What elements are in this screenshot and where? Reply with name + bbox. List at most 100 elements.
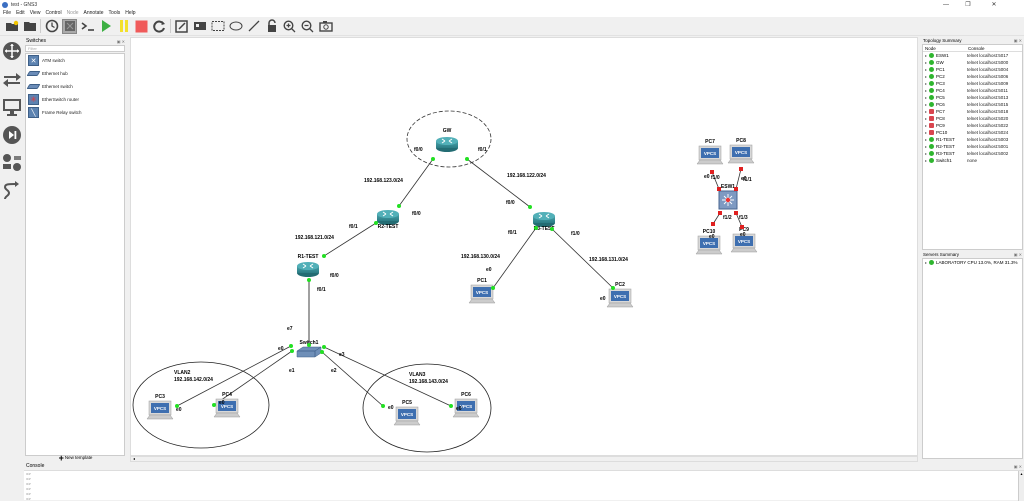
link-sw1-pc4[interactable]: [213, 350, 293, 406]
port-label[interactable]: e0: [278, 346, 284, 352]
expand-arrow-icon[interactable]: ▸: [925, 137, 928, 142]
panel-float-close-buttons[interactable]: ▣ ✕: [1013, 463, 1022, 469]
new-template-button[interactable]: +New template: [24, 453, 127, 463]
port-label[interactable]: f0/1: [317, 287, 326, 293]
console-output[interactable]: => => => => => => ▴: [24, 470, 1024, 501]
node-label[interactable]: R2-TEST: [378, 224, 399, 230]
port-label[interactable]: e0: [740, 232, 746, 238]
draw-rectangle-button[interactable]: [210, 19, 225, 34]
panel-float-close-buttons[interactable]: ▣ ✕: [1013, 252, 1022, 257]
device-ethernet-hub[interactable]: Ethernet hub: [26, 67, 124, 80]
expand-arrow-icon[interactable]: ▸: [925, 123, 928, 128]
node-label[interactable]: PC7: [705, 139, 715, 145]
link-esw1-pc8[interactable]: [735, 168, 742, 190]
browse-switches-button[interactable]: [0, 65, 24, 93]
vlan2-ellipse[interactable]: [132, 361, 270, 449]
node-sw1[interactable]: Switch1: [296, 340, 322, 358]
vlan2-network[interactable]: 192.168.142.0/24: [174, 377, 213, 383]
device-atm-switch[interactable]: ✕ATM switch: [26, 54, 124, 67]
node-label[interactable]: PC1: [477, 278, 487, 284]
expand-arrow-icon[interactable]: ▸: [925, 109, 928, 114]
node-label[interactable]: PC10: [703, 229, 716, 235]
insert-picture-button[interactable]: [192, 19, 207, 34]
zoom-in-button[interactable]: [282, 19, 297, 34]
snapshot-button[interactable]: [44, 19, 59, 34]
port-label[interactable]: e0: [176, 407, 182, 413]
new-project-button[interactable]: [4, 19, 19, 34]
port-label[interactable]: f1/1: [743, 177, 752, 183]
vlan2-name[interactable]: VLAN2: [174, 370, 191, 376]
menu-tools[interactable]: Tools: [108, 10, 121, 16]
node-label[interactable]: R3-TEST: [534, 226, 555, 232]
node-label[interactable]: PC8: [736, 138, 746, 144]
column-console[interactable]: Console: [968, 45, 985, 51]
node-label[interactable]: PC6: [461, 392, 471, 398]
topology-diagram[interactable]: GWR2-TESTR3-TESTR1-TESTSwitch1VPCSPC1VPC…: [131, 38, 918, 456]
port-label[interactable]: e0: [219, 400, 225, 406]
node-label[interactable]: R1-TEST: [298, 254, 319, 260]
expand-arrow-icon[interactable]: ▸: [925, 260, 928, 265]
link-sw1-pc6[interactable]: [323, 346, 452, 407]
link-esw1-pc7[interactable]: [711, 171, 720, 190]
node-r3[interactable]: R3-TEST: [532, 211, 556, 232]
node-label[interactable]: ESW1: [721, 184, 735, 190]
expand-arrow-icon[interactable]: ▸: [925, 81, 928, 86]
menu-file[interactable]: File: [3, 10, 12, 16]
port-label[interactable]: e1: [289, 368, 295, 374]
menu-control[interactable]: Control: [45, 10, 62, 16]
net-label-r3-pc1[interactable]: 192.168.130.0/24: [461, 254, 500, 260]
port-label[interactable]: e0: [709, 234, 715, 240]
link-esw1-pc9[interactable]: [735, 212, 743, 228]
expand-arrow-icon[interactable]: ▸: [925, 102, 928, 107]
link-sw1-pc5[interactable]: [321, 351, 384, 407]
zoom-out-button[interactable]: [300, 19, 315, 34]
port-label[interactable]: f1/3: [739, 215, 748, 221]
port-label[interactable]: f0/0: [414, 147, 423, 153]
port-label[interactable]: f0/1: [478, 147, 487, 153]
link-sw1-pc3[interactable]: [176, 345, 292, 407]
menu-help[interactable]: Help: [125, 10, 136, 16]
node-label[interactable]: PC4: [222, 392, 232, 398]
canvas-horizontal-scrollbar[interactable]: ◂: [130, 456, 918, 462]
browse-all-devices-button[interactable]: [0, 149, 24, 177]
console-all-button[interactable]: [80, 19, 95, 34]
device-frame-relay-switch[interactable]: ╲Frame Relay switch: [26, 106, 124, 119]
draw-ellipse-button[interactable]: [228, 19, 243, 34]
lock-button[interactable]: [264, 19, 279, 34]
port-label[interactable]: e7: [287, 326, 293, 332]
port-label[interactable]: f1/0: [711, 175, 720, 181]
node-gw[interactable]: GW: [435, 128, 459, 153]
screenshot-button[interactable]: [318, 19, 333, 34]
expand-arrow-icon[interactable]: ▸: [925, 144, 928, 149]
open-project-button[interactable]: [22, 19, 37, 34]
port-label[interactable]: f0/0: [506, 200, 515, 206]
port-label[interactable]: f1/2: [723, 215, 732, 221]
menu-annotate[interactable]: Annotate: [83, 10, 104, 16]
reload-all-button[interactable]: [152, 19, 167, 34]
net-label-r2-r1[interactable]: 192.168.121.0/24: [295, 235, 334, 241]
panel-float-close-buttons[interactable]: ▣ ✕: [1013, 38, 1022, 43]
net-label-r3-pc2[interactable]: 192.168.131.0/24: [589, 257, 628, 263]
start-all-button[interactable]: [98, 19, 113, 34]
server-row[interactable]: ▸ LABORATORY CPU 13.0%, RAM 31.3%: [923, 259, 1022, 266]
browse-end-devices-button[interactable]: [0, 93, 24, 121]
show-interface-labels-button[interactable]: [62, 18, 77, 34]
device-ethernet-switch[interactable]: Ethernet switch: [26, 80, 124, 93]
